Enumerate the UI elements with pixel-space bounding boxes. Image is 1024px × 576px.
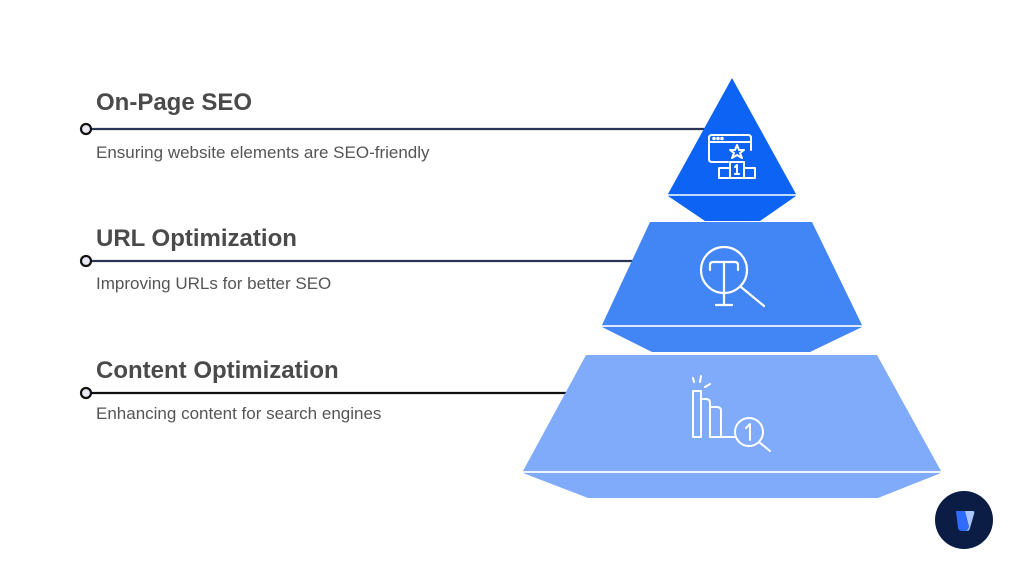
ranking-chart-search-icon [692, 375, 771, 452]
tier-description-url-optimization: Improving URLs for better SEO [96, 274, 332, 293]
website-award-podium-icon [708, 134, 756, 179]
brand-logo-icon [956, 511, 975, 531]
tier-title-url-optimization: URL Optimization [96, 225, 297, 252]
tier-title-content-optimization: Content Optimization [96, 357, 339, 384]
brand-logo[interactable] [935, 491, 993, 549]
tier-description-content-optimization: Enhancing content for search engines [96, 404, 382, 423]
tier-description-on-page-seo: Ensuring website elements are SEO-friend… [96, 143, 430, 162]
tier-bottom-shape [523, 355, 941, 498]
text-search-icon [699, 245, 766, 308]
connector-lines [79, 122, 712, 400]
tier-middle-shape [602, 222, 862, 352]
tier-title-on-page-seo: On-Page SEO [96, 89, 253, 116]
